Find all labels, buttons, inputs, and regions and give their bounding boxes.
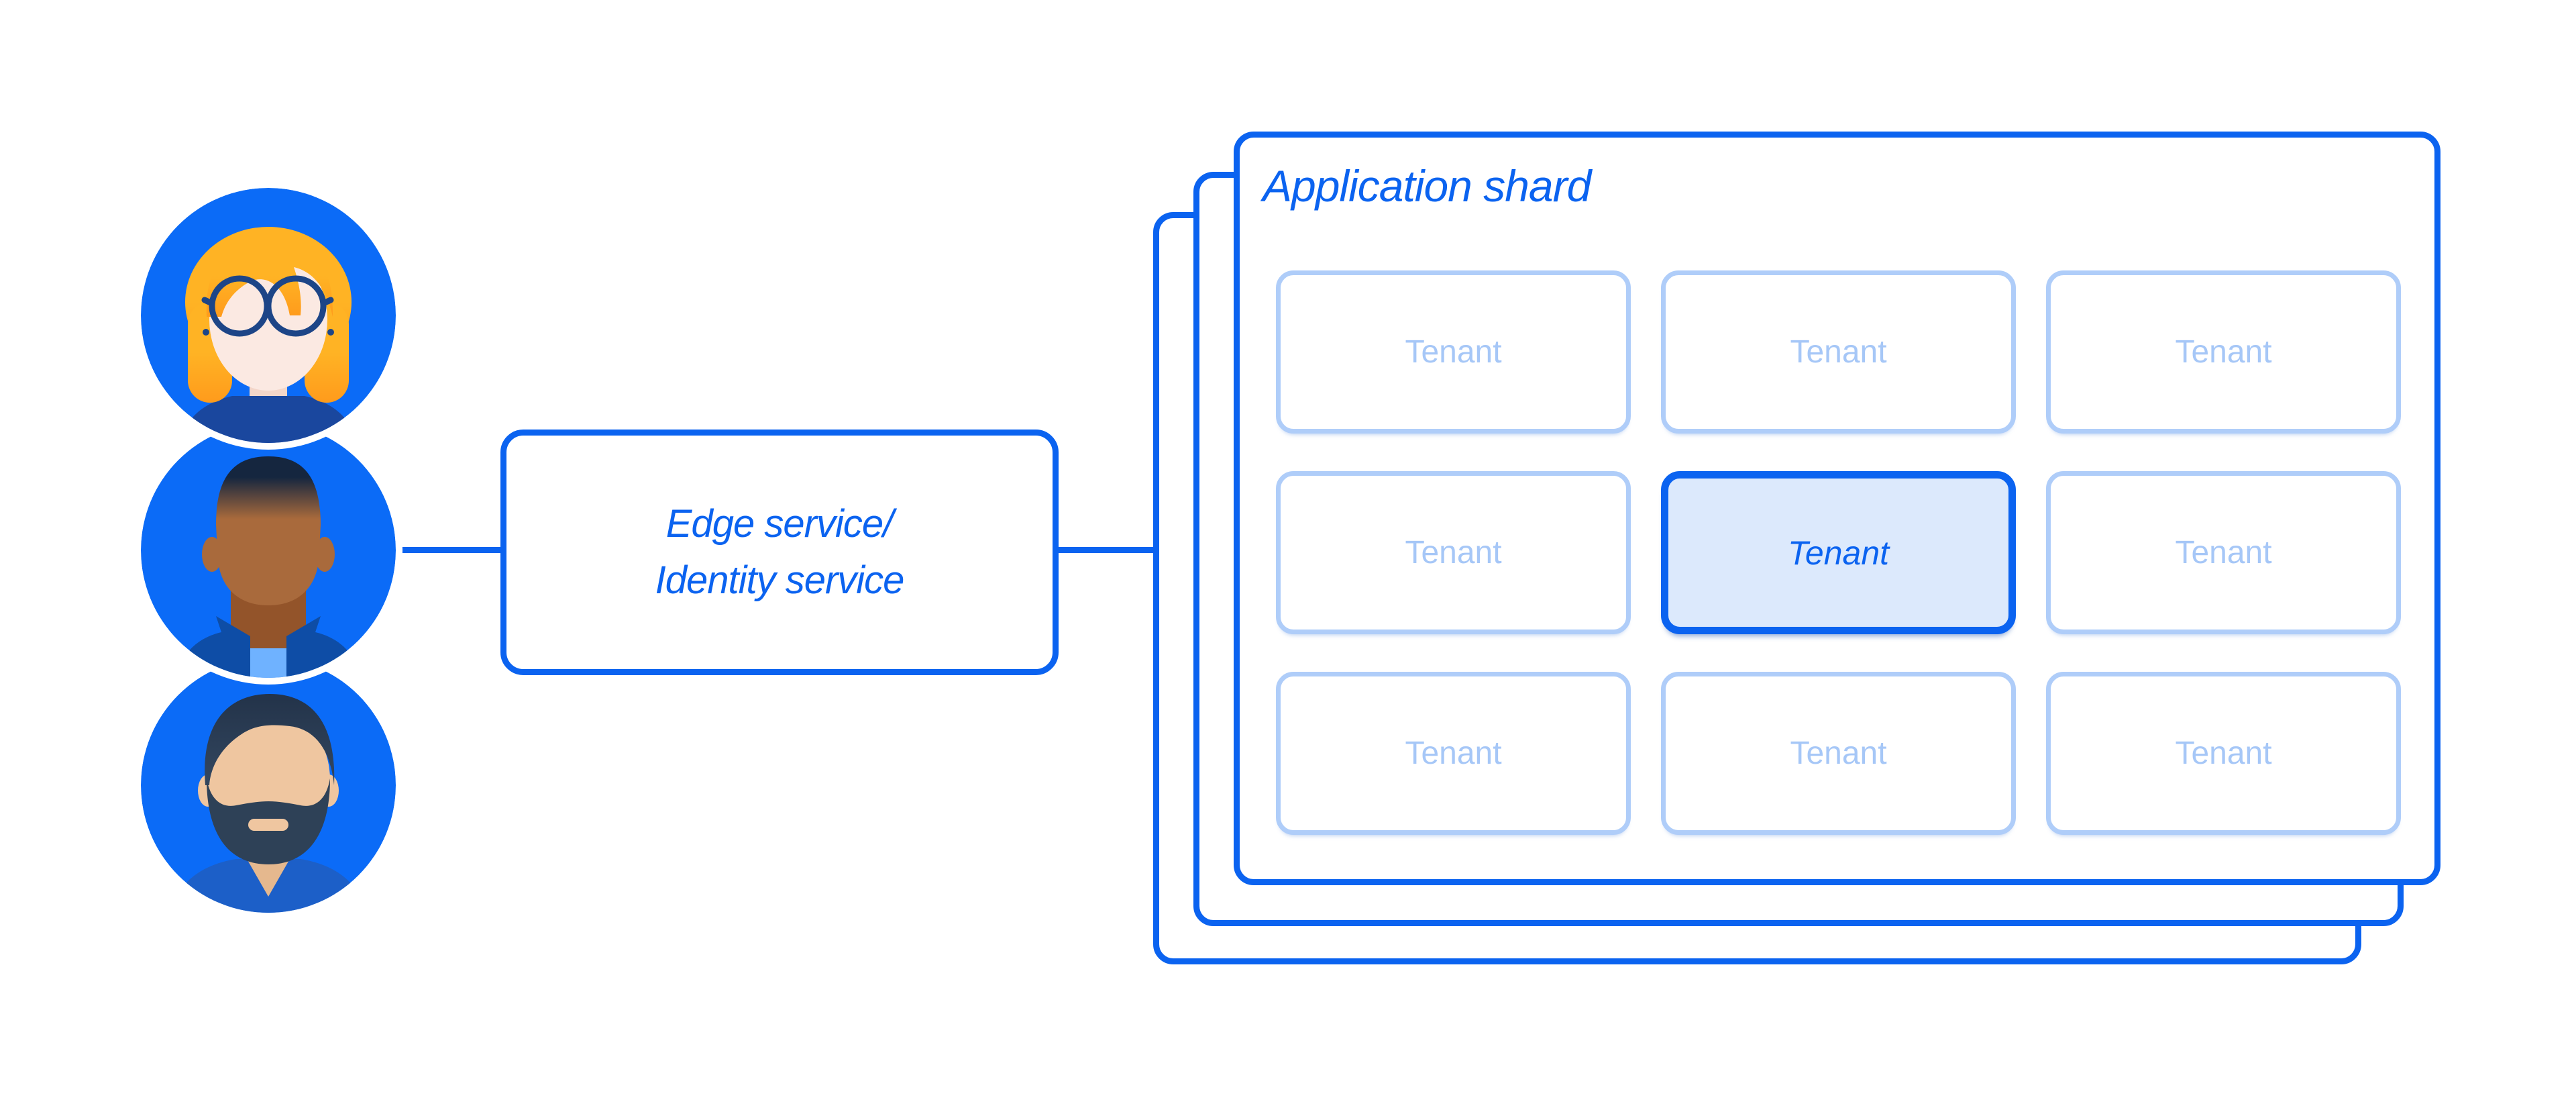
edge-service-label-line2: Identity service xyxy=(655,558,905,602)
application-shard-card-front: Application shard Tenant Tenant Tenant T… xyxy=(1234,132,2440,885)
tenant-box-selected: Tenant xyxy=(1661,471,2016,634)
user-avatar-group-item xyxy=(134,181,402,450)
application-shard-title: Application shard xyxy=(1263,161,1591,211)
edge-identity-service-box: Edge service/ Identity service xyxy=(500,430,1059,675)
tenant-box: Tenant xyxy=(1276,672,1631,835)
tenant-box: Tenant xyxy=(1661,672,2016,835)
tenant-label: Tenant xyxy=(1790,736,1887,771)
tenant-label: Tenant xyxy=(1790,334,1887,370)
short-hair-man-avatar xyxy=(141,423,396,678)
bearded-man-avatar xyxy=(141,658,396,913)
tenant-box: Tenant xyxy=(1276,270,1631,434)
tenant-box: Tenant xyxy=(2046,672,2401,835)
tenant-grid: Tenant Tenant Tenant Tenant Tenant Tenan… xyxy=(1276,270,2401,835)
edge-to-shard-connector-line xyxy=(1059,547,1159,553)
tenant-label: Tenant xyxy=(1405,736,1502,771)
user-avatar-group-item xyxy=(134,651,402,919)
tenant-label: Tenant xyxy=(1405,535,1502,570)
tenant-label: Tenant xyxy=(2175,736,2272,771)
tenant-box: Tenant xyxy=(2046,270,2401,434)
edge-service-label-line1: Edge service/ xyxy=(665,502,894,546)
tenant-label: Tenant xyxy=(2175,535,2272,570)
tenant-box: Tenant xyxy=(1661,270,2016,434)
woman-glasses-avatar xyxy=(141,188,396,443)
tenant-label: Tenant xyxy=(2175,334,2272,370)
tenant-label: Tenant xyxy=(1405,334,1502,370)
tenant-label: Tenant xyxy=(1787,534,1890,572)
user-avatar-group-item xyxy=(134,416,402,685)
tenant-box: Tenant xyxy=(1276,471,1631,634)
tenant-box: Tenant xyxy=(2046,471,2401,634)
